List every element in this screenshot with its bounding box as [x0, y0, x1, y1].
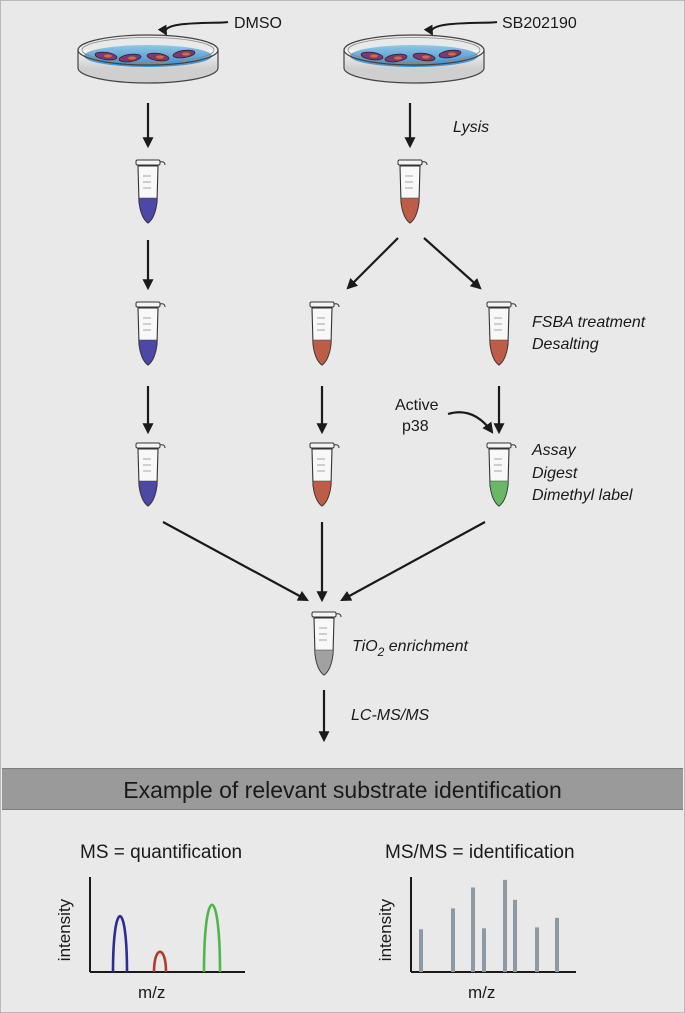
- tube-cap: [311, 611, 337, 618]
- charts-layer: [89, 877, 576, 973]
- tube-hinge: [335, 613, 342, 618]
- ms-ylabel: intensity: [55, 898, 75, 962]
- tube-dmso-lysate: [135, 159, 166, 224]
- msms-bar-6: [513, 899, 517, 972]
- msms-bar-5: [503, 879, 507, 972]
- arrow-sb-split-left: [346, 237, 399, 290]
- lcms-label: LC-MS/MS: [351, 707, 430, 724]
- tube-dmso-step3: [135, 442, 166, 507]
- arrows-layer: [142, 103, 505, 743]
- msms-bar-1: [419, 929, 423, 972]
- tube-cap: [486, 442, 512, 449]
- tube-hinge: [159, 444, 166, 449]
- cell-nucleus: [182, 52, 190, 56]
- tube-hinge: [510, 444, 517, 449]
- cell-nucleus: [448, 52, 456, 56]
- tube-pooled: [311, 611, 342, 676]
- arrow-pool-dmso: [162, 521, 309, 602]
- tube-sb-untreated: [309, 301, 340, 366]
- tube-dmso-step2: [135, 301, 166, 366]
- cell-nucleus: [104, 54, 112, 58]
- tube-cap: [397, 159, 423, 166]
- tube-liquid: [138, 197, 158, 224]
- dmso-dish: [77, 21, 229, 84]
- ms-peak-3: [202, 903, 222, 973]
- tio2-main: TiO: [352, 638, 378, 655]
- tube-hinge: [421, 161, 428, 166]
- tube-sb-fsba: [486, 301, 517, 366]
- cell-nucleus: [370, 54, 378, 58]
- tube-cap: [135, 442, 161, 449]
- sb202190-dish: [343, 21, 498, 84]
- tube-cap: [135, 301, 161, 308]
- tube-liquid: [138, 339, 158, 366]
- assay-label: Assay: [532, 442, 576, 459]
- arrow-sb-split-right: [423, 237, 482, 290]
- tube-liquid: [400, 197, 420, 224]
- msms-bar-3: [471, 887, 475, 972]
- fsba-label: FSBA treatment: [532, 314, 646, 331]
- cell-nucleus: [156, 55, 164, 59]
- active-label: Active: [395, 397, 439, 414]
- digest-label: Digest: [532, 465, 578, 482]
- tube-liquid: [138, 480, 158, 507]
- msms-bar-8: [555, 917, 559, 972]
- tube-liquid: [489, 339, 509, 366]
- tube-hinge: [510, 303, 517, 308]
- msms-xlabel: m/z: [468, 983, 496, 1002]
- ms-panel-title: MS = quantification: [80, 842, 243, 863]
- msms-bar-4: [482, 928, 486, 972]
- msms-bar-7: [535, 927, 539, 972]
- tube-cap: [486, 301, 512, 308]
- p38-label: p38: [402, 418, 429, 435]
- dimethyl-label: Dimethyl label: [532, 487, 633, 504]
- ms-xlabel: m/z: [138, 983, 166, 1002]
- tube-liquid: [314, 649, 334, 676]
- tube-sb-lysate: [397, 159, 428, 224]
- tube-cap: [309, 442, 335, 449]
- treatment-pointer: [157, 21, 229, 36]
- banner-title: Example of relevant substrate identifica…: [123, 777, 562, 803]
- section-banner: Example of relevant substrate identifica…: [2, 768, 683, 810]
- cell-nucleus: [128, 56, 136, 60]
- enrichment-text: enrichment: [384, 638, 468, 655]
- tube-liquid: [312, 339, 332, 366]
- tube-cap: [135, 159, 161, 166]
- tio2-enrichment-label: TiO2 enrichment: [352, 638, 468, 659]
- cell-nucleus: [422, 55, 430, 59]
- tube-cap: [309, 301, 335, 308]
- tube-hinge: [333, 444, 340, 449]
- tio2-subscript: 2: [377, 645, 385, 659]
- tube-hinge: [159, 303, 166, 308]
- tube-liquid: [489, 480, 509, 507]
- ms-peak-1: [111, 915, 129, 973]
- tube-sb-untreated-step3: [309, 442, 340, 507]
- ms-peak-2: [152, 950, 168, 973]
- culture-dishes: [77, 21, 498, 84]
- desalting-label: Desalting: [532, 336, 599, 353]
- treatment-pointer: [423, 21, 498, 36]
- msms-bar-2: [451, 908, 455, 972]
- msms-panel-title: MS/MS = identification: [385, 842, 575, 863]
- tube-hinge: [159, 161, 166, 166]
- tube-liquid: [312, 480, 332, 507]
- lysis-label: Lysis: [453, 119, 490, 136]
- sb202190-label: SB202190: [502, 15, 577, 32]
- msms-ylabel: intensity: [376, 898, 396, 962]
- arrow-pool-labeled: [340, 521, 486, 602]
- tubes-layer: [135, 159, 517, 676]
- arrow-active-p38: [447, 411, 494, 434]
- dmso-label: DMSO: [234, 15, 282, 32]
- cell-nucleus: [394, 56, 402, 60]
- tube-hinge: [333, 303, 340, 308]
- tube-sb-labeled: [486, 442, 517, 507]
